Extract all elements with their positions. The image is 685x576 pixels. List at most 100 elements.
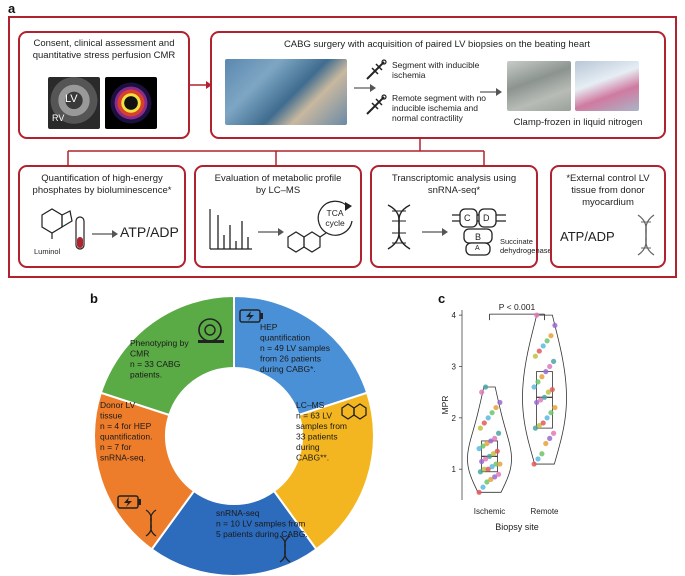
data-point (538, 397, 544, 403)
atp-adp-label: ATP/ADP (120, 224, 179, 240)
molecule-icon (341, 403, 367, 420)
data-point (496, 471, 502, 477)
data-point (552, 404, 558, 411)
snrnaseq-box-title: Transcriptomic analysis using snRNA-seq* (391, 173, 517, 196)
data-point (485, 466, 491, 472)
cabg-box-title: CABG surgery with acquisition of paired … (283, 39, 591, 50)
dna-icon (145, 509, 157, 537)
succinate-dehydrogenase-icon (452, 208, 506, 256)
data-point (547, 435, 553, 441)
data-point (540, 343, 546, 349)
data-point (485, 415, 491, 421)
arrow-icon (92, 230, 118, 238)
arrow-icon (258, 228, 284, 236)
data-point (483, 456, 489, 462)
panel-label-b: b (90, 291, 98, 306)
segment-remote-label: Remote segment with no inducible ischemi… (392, 93, 487, 123)
atp-adp-label-2: ATP/ADP (560, 229, 615, 244)
dna-icon (637, 214, 655, 256)
cmr-box-title: Consent, clinical assessment and quantit… (32, 38, 176, 61)
data-point (484, 440, 490, 447)
data-point (548, 410, 554, 416)
data-point (479, 389, 485, 395)
external-control-box: *External control LV tissue from donor m… (550, 165, 666, 268)
data-point (497, 461, 503, 467)
data-point (493, 461, 499, 467)
data-point (551, 430, 557, 436)
data-point (535, 379, 541, 385)
arrow-icon (190, 81, 212, 89)
arrow-icon (480, 88, 502, 96)
clamp-frozen-label: Clamp-frozen in liquid nitrogen (513, 117, 643, 128)
data-point (531, 461, 537, 467)
surgery-photo (225, 59, 347, 125)
p-value-annotation: P < 0.001 (499, 302, 536, 312)
data-point (544, 415, 550, 421)
connector-lines (67, 139, 485, 165)
data-point (476, 446, 482, 452)
data-point (532, 353, 538, 359)
data-point (493, 404, 499, 411)
mass-spectrum-icon (209, 209, 252, 250)
luminol-label: Luminol (34, 247, 61, 256)
biopsy-needle-icon (366, 59, 387, 80)
data-point (549, 386, 555, 393)
x-tick-label: Remote (530, 507, 559, 516)
snrnaseq-box: Transcriptomic analysis using snRNA-seq*… (370, 165, 552, 268)
hep-box-title: Quantification of high-energy phosphates… (32, 173, 172, 196)
data-point (480, 484, 486, 490)
data-point (539, 374, 545, 380)
data-point (540, 420, 546, 426)
y-tick-label: 2 (452, 414, 457, 423)
y-tick-label: 4 (452, 311, 457, 320)
data-point (541, 394, 548, 400)
rv-label: RV (52, 113, 65, 123)
data-point (544, 338, 550, 344)
lcms-box: Evaluation of metabolic profile by LC–MS… (194, 165, 362, 268)
data-point (494, 448, 500, 454)
dna-icon (279, 535, 291, 563)
arrow-icon (422, 228, 448, 236)
dna-icon (387, 204, 411, 250)
cmr-box: Consent, clinical assessment and quantit… (18, 31, 190, 139)
data-point (536, 348, 542, 354)
succinate-label: Succinate dehydrogenase (500, 237, 552, 255)
lcms-box-title: Evaluation of metabolic profile by LC–MS (214, 173, 342, 196)
data-point (481, 466, 487, 472)
enzyme-d-label: D (483, 213, 490, 223)
y-tick-label: 1 (452, 465, 457, 474)
clamp-photo (507, 61, 571, 111)
donut-segment-snrna (150, 489, 318, 576)
tca-cycle-icon (317, 200, 353, 236)
lv-label: LV (65, 93, 78, 105)
donut-segment-cmr (99, 296, 235, 417)
data-point (477, 425, 483, 431)
data-point (531, 384, 537, 390)
data-point (545, 389, 551, 395)
data-point (488, 438, 494, 444)
x-axis-label: Biopsy site (495, 522, 539, 532)
metabolite-structure-icon (287, 231, 327, 253)
panel-label-a: a (8, 1, 16, 16)
data-point (484, 479, 490, 485)
battery-icon (117, 495, 141, 509)
enzyme-b-label: B (475, 232, 482, 242)
data-point (532, 425, 538, 431)
data-point (490, 451, 496, 457)
biopsy-needle-icon (366, 94, 387, 115)
data-point (534, 399, 540, 406)
data-point (543, 369, 549, 375)
cabg-box: CABG surgery with acquisition of paired … (210, 31, 666, 139)
data-point (486, 453, 493, 459)
data-point (534, 312, 540, 318)
data-point (539, 451, 545, 457)
data-point (476, 489, 482, 495)
data-point (536, 422, 542, 429)
data-point (497, 399, 503, 406)
panel-label-c: c (438, 291, 446, 306)
